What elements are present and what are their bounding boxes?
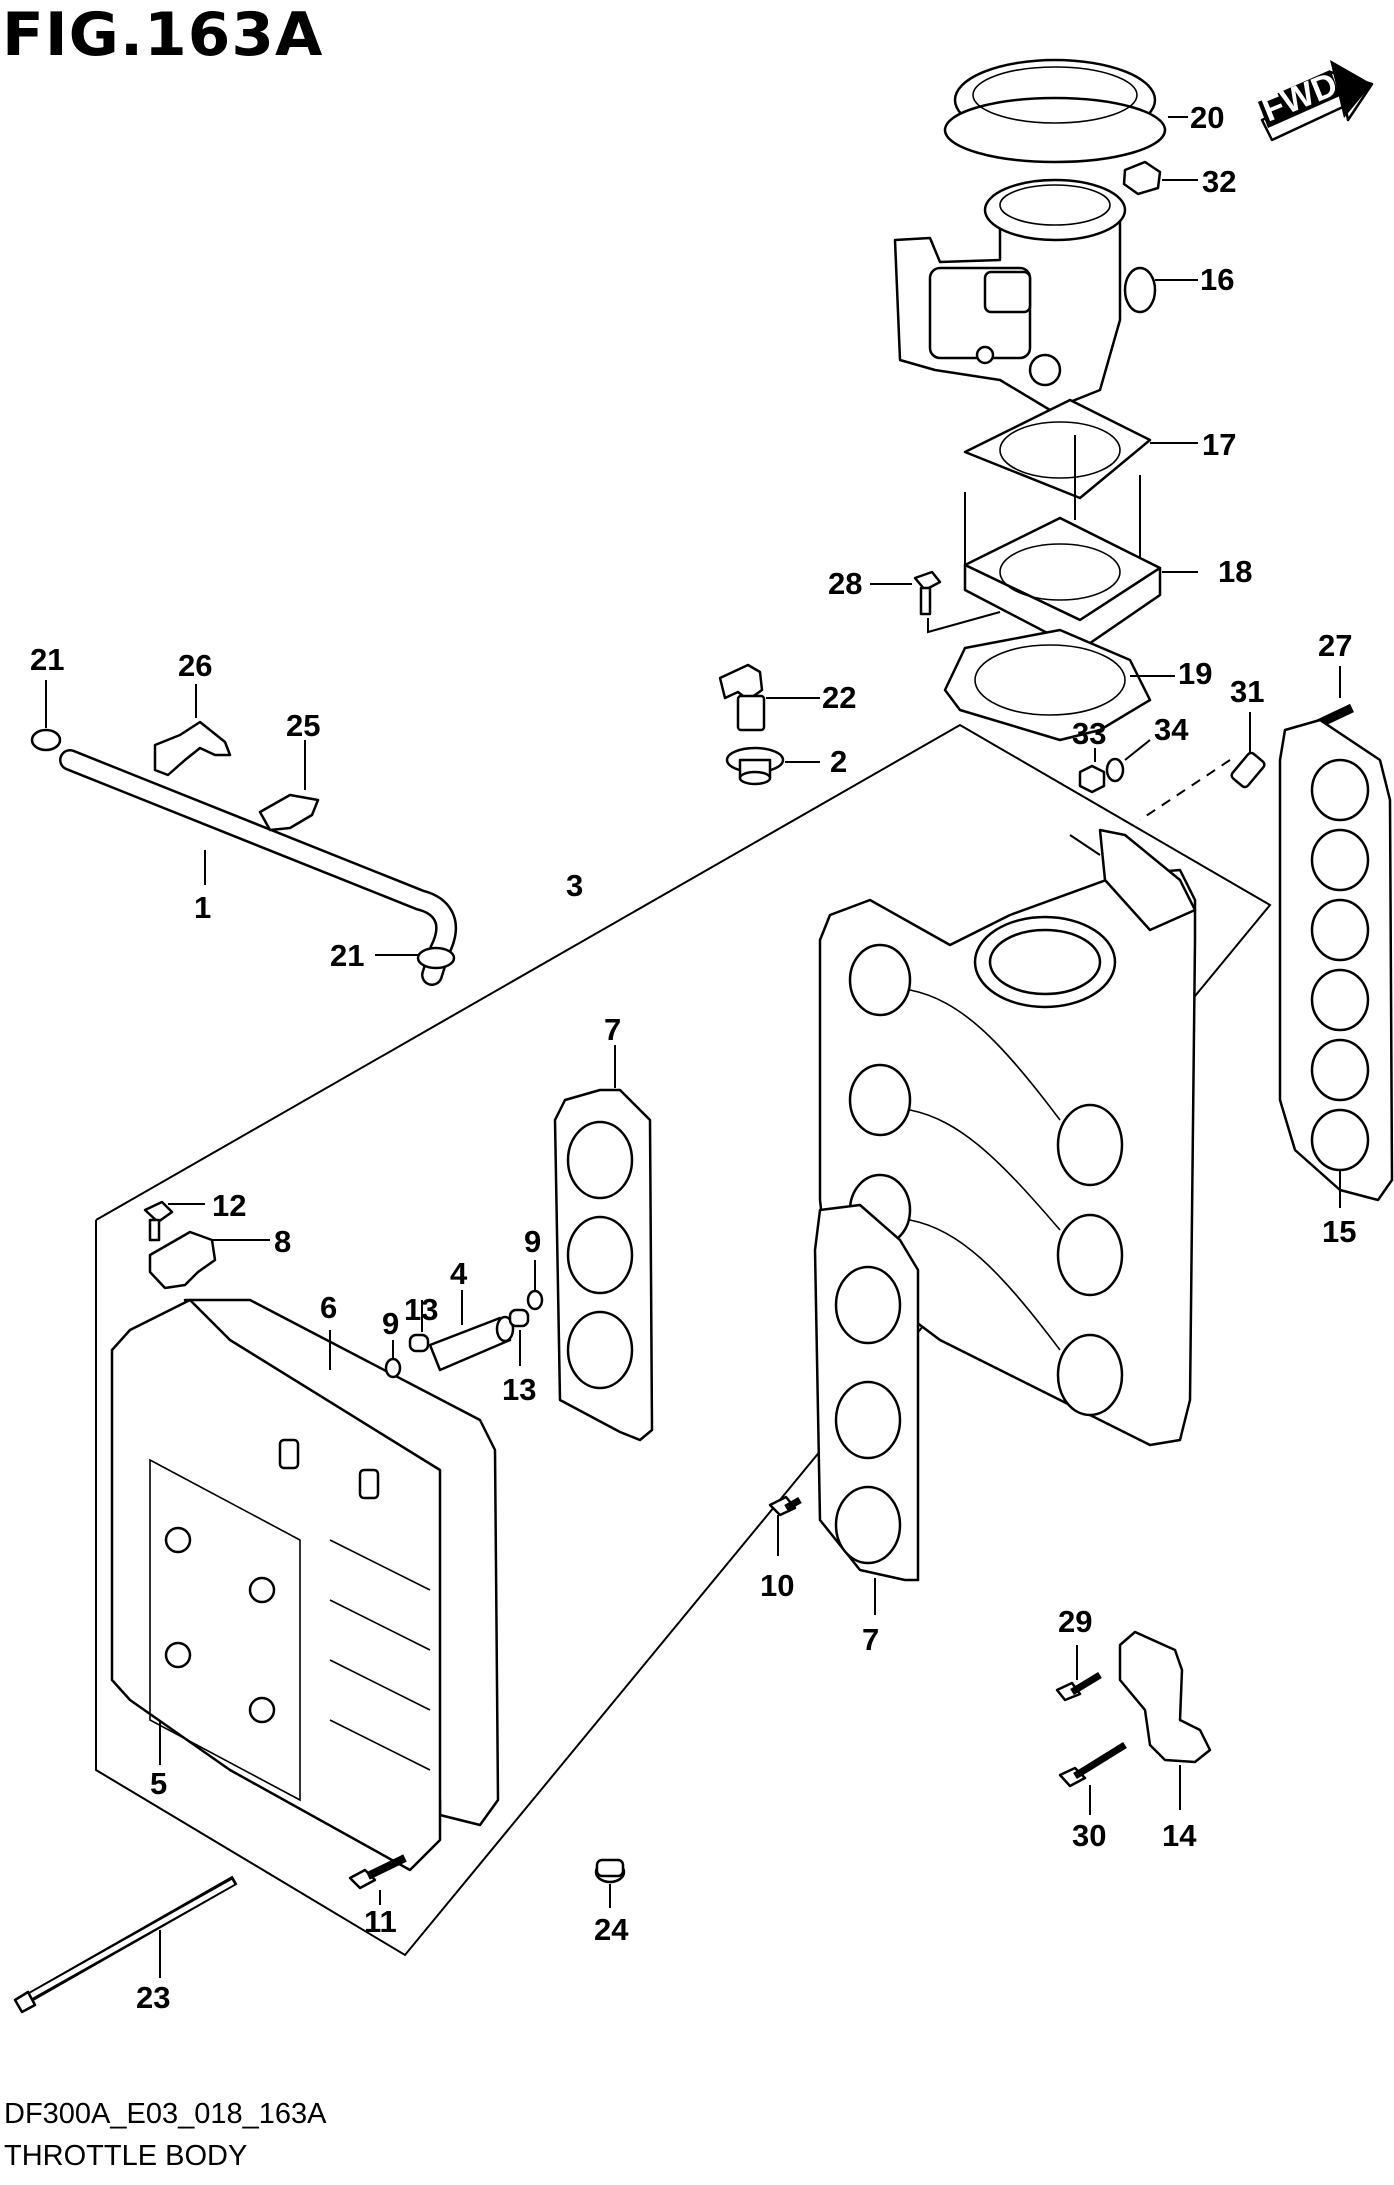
part-33-nut bbox=[1078, 748, 1106, 794]
callout-13-left: 13 bbox=[404, 1292, 438, 1327]
callout-25: 25 bbox=[286, 708, 320, 743]
callout-18: 18 bbox=[1218, 554, 1252, 589]
part-26-clamp bbox=[153, 684, 232, 777]
callout-15: 15 bbox=[1322, 1214, 1356, 1249]
part-13-oring-right bbox=[508, 1308, 530, 1366]
figure-title: FIG.163A bbox=[2, 0, 324, 70]
callout-2: 2 bbox=[830, 744, 847, 779]
part-31-dowel bbox=[1230, 712, 1266, 789]
callout-21-lower: 21 bbox=[330, 938, 364, 973]
callout-20: 20 bbox=[1190, 100, 1224, 135]
part-28-bolt bbox=[870, 570, 1001, 634]
callout-8: 8 bbox=[274, 1224, 291, 1259]
part-22-fitting bbox=[718, 663, 820, 732]
callout-12: 12 bbox=[212, 1188, 246, 1223]
callout-29: 29 bbox=[1058, 1604, 1092, 1639]
callout-21-upper: 21 bbox=[30, 642, 64, 677]
part-12-bolt bbox=[143, 1200, 205, 1242]
part-21-clip-upper bbox=[30, 680, 62, 752]
part-16-throttle-body bbox=[893, 178, 1198, 412]
callout-31: 31 bbox=[1230, 674, 1264, 709]
part-23-long-bolt bbox=[13, 1875, 238, 2014]
part-27-stud bbox=[1314, 666, 1354, 730]
part-19-gasket bbox=[943, 628, 1175, 742]
part-25-clip bbox=[258, 740, 320, 832]
part-13-oring-left bbox=[408, 1300, 430, 1353]
callout-33: 33 bbox=[1072, 716, 1106, 751]
callout-4: 4 bbox=[450, 1256, 468, 1291]
callout-24: 24 bbox=[594, 1912, 629, 1947]
part-24-plug bbox=[594, 1858, 626, 1908]
part-11-bolt bbox=[348, 1854, 407, 1905]
drawing-code: DF300A_E03_018_163A bbox=[4, 2098, 327, 2130]
part-34-washer bbox=[1105, 739, 1151, 783]
callout-26: 26 bbox=[178, 648, 212, 683]
part-20-seal-ring bbox=[943, 58, 1188, 164]
callout-30: 30 bbox=[1072, 1818, 1106, 1853]
part-9-ring-right bbox=[526, 1260, 544, 1311]
callout-10: 10 bbox=[760, 1568, 794, 1603]
part-32-nut bbox=[1122, 160, 1198, 196]
callout-1: 1 bbox=[194, 890, 211, 925]
part-21-clip-lower bbox=[375, 946, 456, 970]
callout-9-right: 9 bbox=[524, 1224, 541, 1259]
part-7-spacer-lower bbox=[813, 1203, 920, 1615]
part-29-bolt bbox=[1055, 1645, 1102, 1702]
callout-23: 23 bbox=[136, 1980, 170, 2015]
callout-17: 17 bbox=[1202, 427, 1236, 462]
part-7-spacer-upper bbox=[553, 1045, 654, 1442]
callout-28: 28 bbox=[828, 566, 862, 601]
callout-9-left: 9 bbox=[382, 1306, 399, 1341]
callout-6: 6 bbox=[320, 1290, 337, 1325]
callout-3: 3 bbox=[566, 868, 583, 903]
part-15-manifold-gasket bbox=[1278, 718, 1394, 1208]
callout-27: 27 bbox=[1318, 628, 1352, 663]
callout-22: 22 bbox=[822, 680, 856, 715]
callout-labels: 20 32 16 17 18 28 19 27 31 22 33 34 2 21… bbox=[30, 100, 1356, 2015]
part-10-bolt bbox=[768, 1495, 802, 1556]
part-5-cover bbox=[110, 1298, 442, 1872]
fwd-arrow-badge: FWD bbox=[1257, 60, 1374, 142]
part-8-sensor bbox=[148, 1230, 270, 1290]
part-9-ring-left bbox=[384, 1340, 402, 1379]
callout-7-lower: 7 bbox=[862, 1622, 879, 1657]
callout-34: 34 bbox=[1154, 712, 1189, 747]
part-1-hose bbox=[59, 749, 457, 986]
part-17-gasket bbox=[963, 398, 1198, 500]
callout-32: 32 bbox=[1202, 164, 1236, 199]
part-4-pipe bbox=[428, 1290, 515, 1372]
callout-13-right: 13 bbox=[502, 1372, 536, 1407]
callout-7-upper: 7 bbox=[604, 1012, 621, 1047]
part-2-grommet bbox=[725, 746, 820, 786]
callout-14: 14 bbox=[1162, 1818, 1197, 1853]
part-14-bracket bbox=[1118, 1630, 1212, 1810]
callout-16: 16 bbox=[1200, 262, 1234, 297]
callout-19: 19 bbox=[1178, 656, 1212, 691]
part-30-bolt bbox=[1058, 1742, 1127, 1815]
callout-5: 5 bbox=[150, 1766, 167, 1801]
callout-11: 11 bbox=[364, 1904, 397, 1939]
drawing-name: THROTTLE BODY bbox=[4, 2140, 248, 2172]
